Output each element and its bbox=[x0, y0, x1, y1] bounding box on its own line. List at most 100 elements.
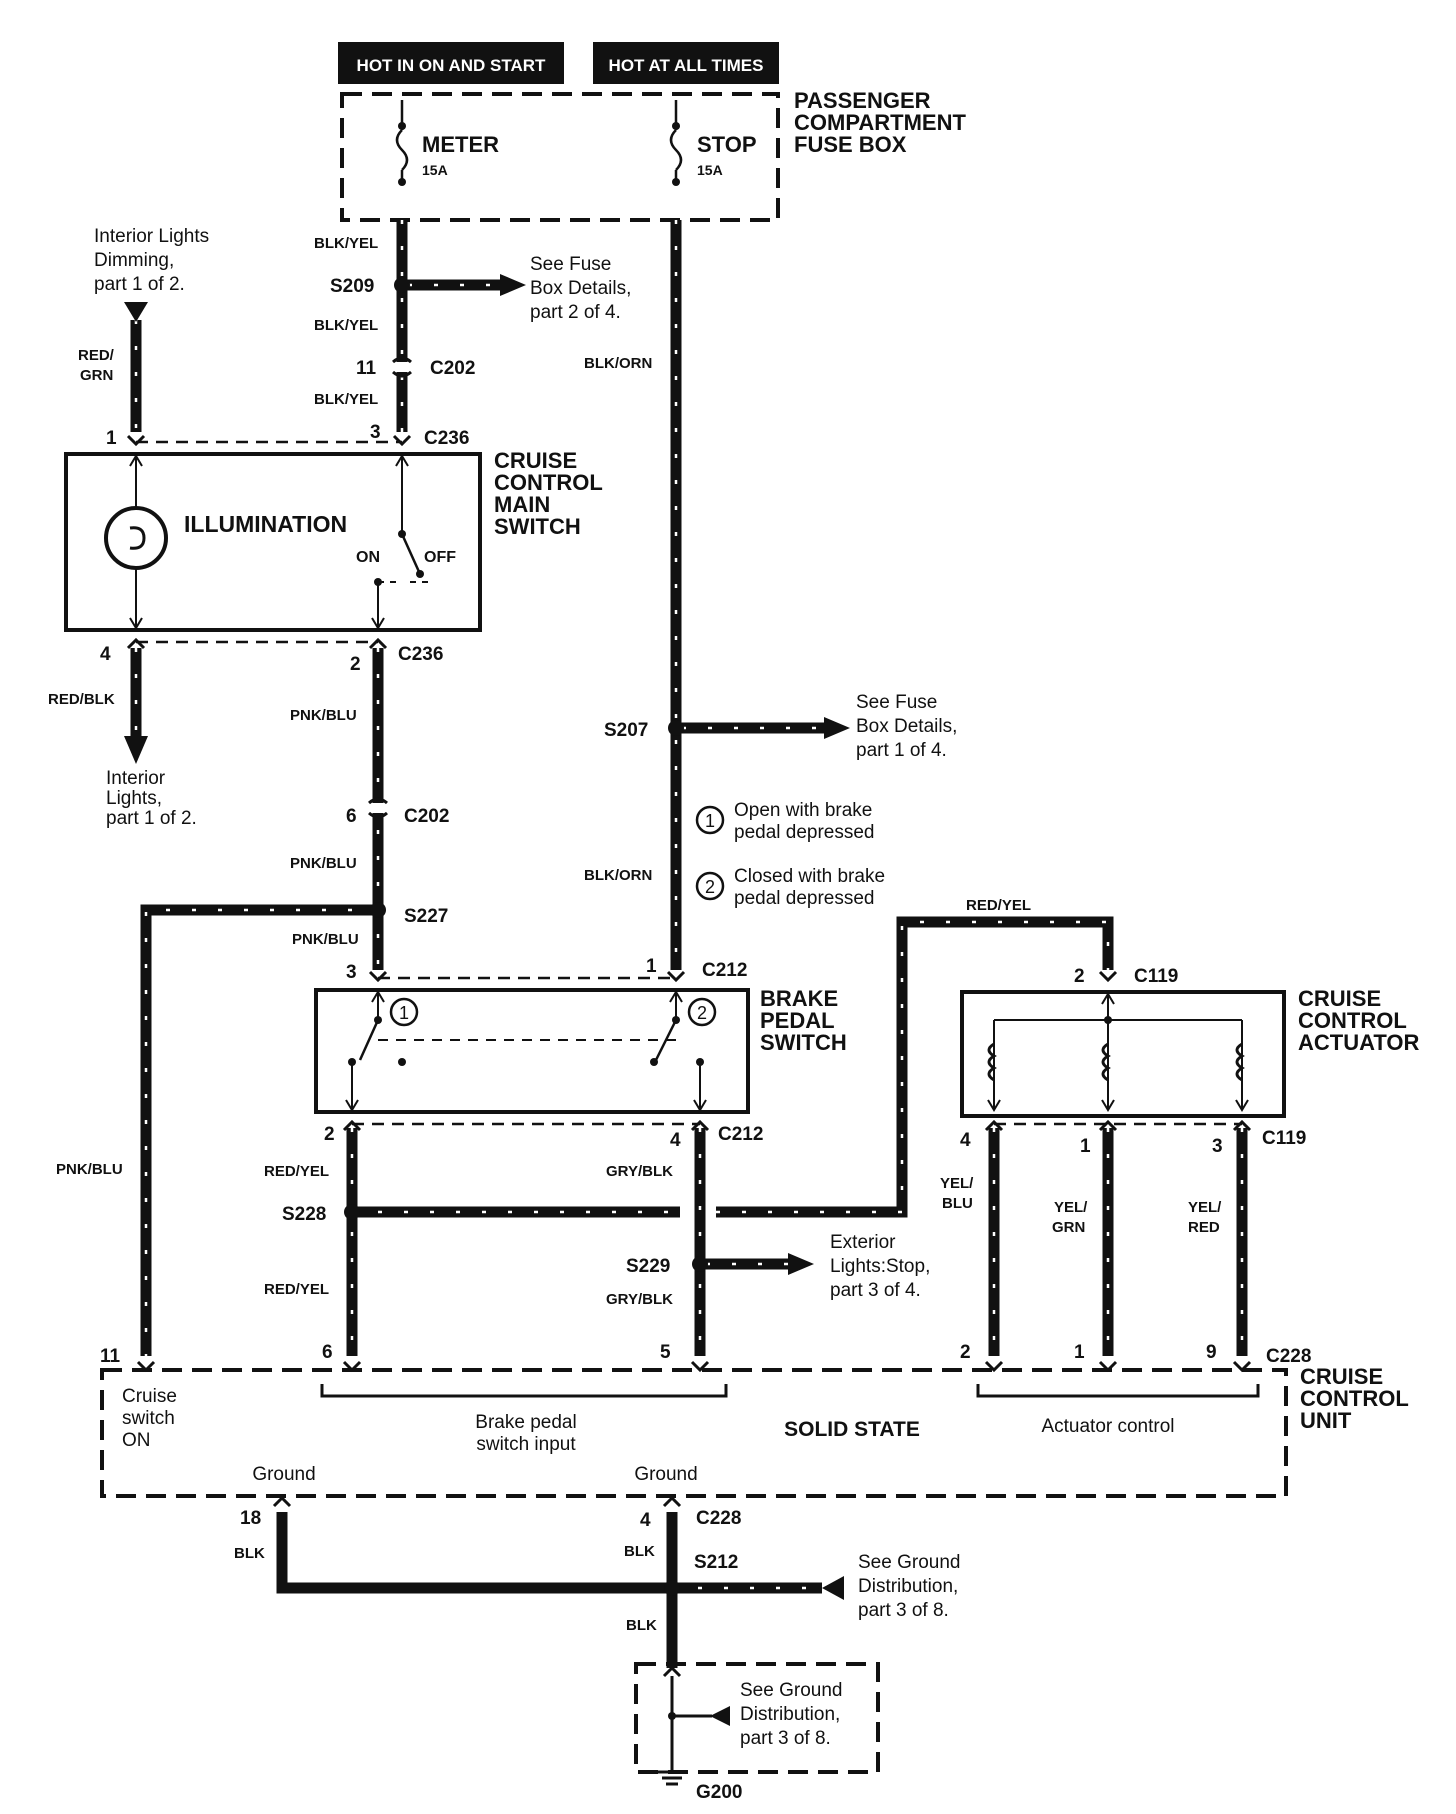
note-1-marker: 1 bbox=[705, 811, 715, 831]
wire-blk-2: BLK bbox=[624, 1543, 655, 1560]
c119b-label: C119 bbox=[1262, 1128, 1306, 1149]
fuse-details-1-1: See Fuse bbox=[856, 692, 937, 713]
hot-all-times-header: HOT AT ALL TIMES bbox=[593, 42, 779, 84]
reference-text: Interior Lights Dimming, part 1 of 2. In… bbox=[94, 226, 960, 1621]
switch-off-label: OFF bbox=[424, 549, 456, 566]
interior-dimming-3: part 1 of 2. bbox=[94, 274, 185, 295]
cruise-switch-on-1: Cruise bbox=[122, 1386, 177, 1407]
wire-color-labels: BLK/YEL BLK/YEL BLK/YEL BLK/ORN BLK/ORN … bbox=[48, 235, 1222, 1634]
s209-label: S209 bbox=[330, 276, 374, 297]
fuse-box-title-2: COMPARTMENT bbox=[794, 110, 966, 135]
cruise-control-unit: Cruise switch ON Brake pedal switch inpu… bbox=[100, 1360, 1409, 1508]
s212-dot bbox=[664, 1580, 680, 1596]
note-2-line-1: Closed with brake bbox=[734, 866, 885, 887]
interior-lights-2: Lights, bbox=[106, 788, 162, 809]
s228-label: S228 bbox=[282, 1204, 326, 1225]
brake-input-1: Brake pedal bbox=[475, 1412, 576, 1433]
fuse-box-title-1: PASSENGER bbox=[794, 88, 931, 113]
meter-fuse-label: METER bbox=[422, 132, 499, 157]
c212a-label: C212 bbox=[702, 960, 747, 981]
brake-switch-title-3: SWITCH bbox=[760, 1030, 847, 1055]
stop-fuse-label: STOP bbox=[697, 132, 757, 157]
interior-lights-3: part 1 of 2. bbox=[106, 808, 197, 829]
meter-fuse-rating: 15A bbox=[422, 162, 448, 178]
brake-input-2: switch input bbox=[476, 1434, 576, 1455]
c236a-label: C236 bbox=[424, 428, 469, 449]
pin-4-c236: 4 bbox=[100, 644, 111, 665]
main-switch-title-4: SWITCH bbox=[494, 514, 581, 539]
wire-yelred-2: RED bbox=[1188, 1219, 1220, 1236]
wire-yelblu-2: BLU bbox=[942, 1195, 973, 1212]
s209-dot bbox=[394, 277, 410, 293]
pin-4-c228-ground: 4 bbox=[640, 1510, 651, 1531]
wire-pnkblu-3: PNK/BLU bbox=[292, 931, 359, 948]
splice-labels: S209 S207 S227 S228 S229 S212 bbox=[282, 276, 738, 1573]
main-switch-title-3: MAIN bbox=[494, 492, 550, 517]
switch-on-label: ON bbox=[356, 549, 380, 566]
c202-breaks bbox=[368, 356, 412, 819]
brake-switch-title-1: BRAKE bbox=[760, 986, 838, 1011]
fuse-details-2-2: Box Details, bbox=[530, 278, 631, 299]
exterior-stop-1: Exterior bbox=[830, 1232, 896, 1253]
note-2-marker: 2 bbox=[705, 877, 715, 897]
pin-2-c236: 2 bbox=[350, 654, 361, 675]
wire-yelgrn-2: GRN bbox=[1052, 1219, 1085, 1236]
pin-11-c228: 11 bbox=[100, 1346, 121, 1367]
s229-label: S229 bbox=[626, 1256, 670, 1277]
pin-4-c212: 4 bbox=[670, 1130, 681, 1151]
exterior-stop-3: part 3 of 4. bbox=[830, 1280, 921, 1301]
illumination-label: ILLUMINATION bbox=[184, 511, 347, 537]
actuator-control-label: Actuator control bbox=[1041, 1416, 1174, 1437]
g200-label: G200 bbox=[696, 1782, 742, 1803]
brake-switch-title-2: PEDAL bbox=[760, 1008, 835, 1033]
wire-blkyel-1: BLK/YEL bbox=[314, 235, 378, 252]
hot-in-on-start-header: HOT IN ON AND START bbox=[338, 42, 564, 84]
cruise-switch-on-2: switch bbox=[122, 1408, 175, 1429]
wire-grybl-1: GRY/BLK bbox=[606, 1163, 673, 1180]
wire-redyel-2: RED/YEL bbox=[264, 1281, 329, 1298]
c228a-label: C228 bbox=[1266, 1346, 1311, 1367]
wire-redyel-1: RED/YEL bbox=[264, 1163, 329, 1180]
wire-pnkblu-4: PNK/BLU bbox=[56, 1161, 123, 1178]
pin-18-c228: 18 bbox=[240, 1508, 261, 1529]
wires bbox=[130, 220, 1248, 1668]
pin-3-c236: 3 bbox=[370, 422, 381, 443]
pin-4-c119: 4 bbox=[960, 1130, 971, 1151]
pin-3-c212: 3 bbox=[346, 962, 357, 983]
actuator-title-3: ACTUATOR bbox=[1298, 1030, 1420, 1055]
s227-dot bbox=[370, 902, 386, 918]
pin-1-c236: 1 bbox=[106, 428, 117, 449]
s207-dot bbox=[668, 720, 684, 736]
ground-dist-a-2: Distribution, bbox=[858, 1576, 958, 1597]
wire-redblk: RED/BLK bbox=[48, 691, 115, 708]
pin-1-c119: 1 bbox=[1080, 1136, 1091, 1157]
wire-yelgrn-1: YEL/ bbox=[1054, 1199, 1088, 1216]
solid-state-label: SOLID STATE bbox=[784, 1418, 920, 1441]
splices bbox=[344, 277, 708, 1596]
c228b-label: C228 bbox=[696, 1508, 741, 1529]
note-1-line-2: pedal depressed bbox=[734, 822, 875, 843]
wire-pnkblu-1: PNK/BLU bbox=[290, 707, 357, 724]
pin-numbers: 11 1 3 4 2 6 3 1 2 4 2 4 1 3 11 6 5 2 1 … bbox=[100, 358, 1223, 1531]
wire-blk-3: BLK bbox=[626, 1617, 657, 1634]
actuator-title-1: CRUISE bbox=[1298, 986, 1381, 1011]
brake-switch-1-marker: 1 bbox=[399, 1003, 409, 1023]
control-unit-title-1: CRUISE bbox=[1300, 1364, 1383, 1389]
wire-redgrn-1: RED/ bbox=[78, 347, 115, 364]
pin-9-c228: 9 bbox=[1206, 1342, 1217, 1363]
cruise-main-switch: ILLUMINATION ON OFF CRUISE CONTROL MAIN … bbox=[64, 434, 603, 650]
wire-pnkblu-2: PNK/BLU bbox=[290, 855, 357, 872]
note-2-line-2: pedal depressed bbox=[734, 888, 875, 909]
main-switch-title-2: CONTROL bbox=[494, 470, 603, 495]
pin-6-c228: 6 bbox=[322, 1342, 333, 1363]
wire-redyel-3: RED/YEL bbox=[966, 897, 1031, 914]
stop-fuse-rating: 15A bbox=[697, 162, 723, 178]
passenger-fuse-box: METER 15A STOP 15A PASSENGER COMPARTMENT… bbox=[340, 88, 966, 222]
wire-grybl-2: GRY/BLK bbox=[606, 1291, 673, 1308]
fuse-details-2-3: part 2 of 4. bbox=[530, 302, 621, 323]
s227-label: S227 bbox=[404, 906, 448, 927]
note-1-line-1: Open with brake bbox=[734, 800, 872, 821]
cruise-actuator: CRUISE CONTROL ACTUATOR bbox=[960, 970, 1420, 1132]
c236b-label: C236 bbox=[398, 644, 443, 665]
